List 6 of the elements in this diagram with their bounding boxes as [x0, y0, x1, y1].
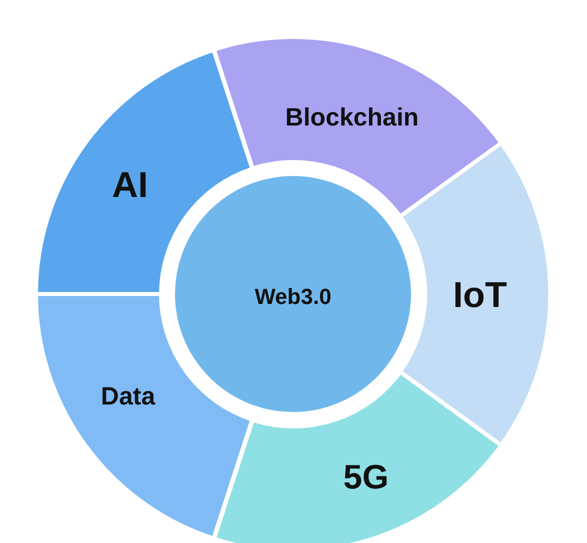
segment-label: Data: [100, 382, 156, 412]
segment-label: IoT: [453, 274, 507, 316]
segment-label: Web3.0: [254, 284, 332, 310]
segment-label: AI: [112, 164, 148, 206]
segment-label: Blockchain: [285, 104, 419, 132]
segment-label: 5G: [343, 458, 389, 498]
